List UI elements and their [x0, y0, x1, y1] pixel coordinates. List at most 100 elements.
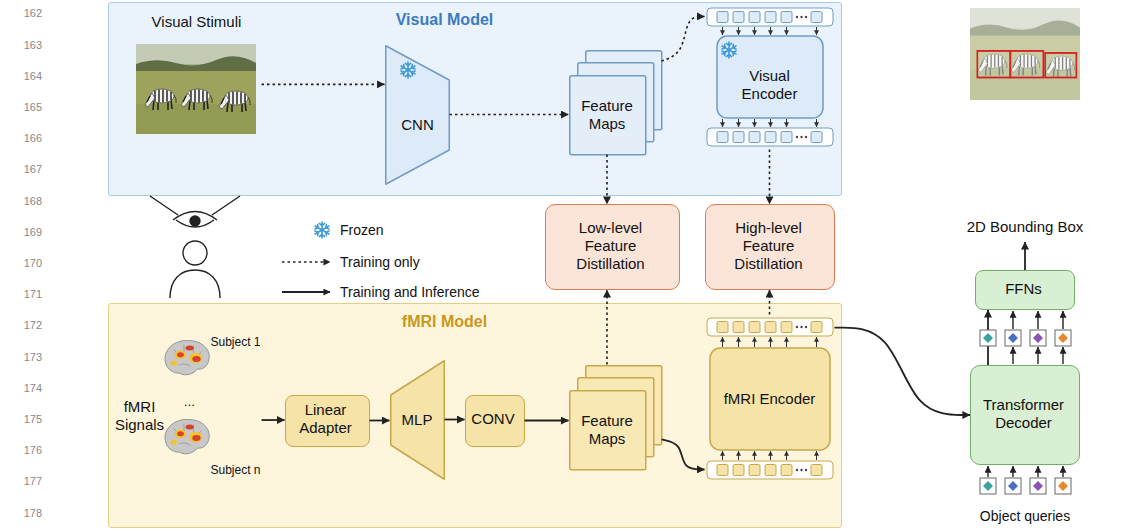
legend-solid-arrow — [282, 291, 330, 293]
text-slot: High-level Feature Distillation — [721, 208, 817, 284]
feature-map-stack: Feature Maps — [569, 365, 662, 470]
node-label: Transformer Decoder — [974, 396, 1074, 432]
bounding-box — [977, 51, 1010, 78]
token-arrow — [754, 451, 755, 460]
line-number: 178 — [24, 507, 42, 520]
feature-map — [569, 390, 645, 469]
node-label: Subject 1 — [210, 335, 260, 349]
bounding-box — [1045, 53, 1076, 78]
process-box: FFNs — [975, 270, 1075, 310]
text-slot: fMRI Encoder — [713, 351, 827, 447]
line-number: 171 — [24, 288, 42, 301]
token-arrow — [722, 337, 723, 347]
token-arrow — [738, 451, 739, 460]
text-slot: 178 — [4, 505, 42, 521]
token — [717, 11, 728, 22]
feature-map-stack: Feature Maps — [569, 50, 662, 155]
cnn-trapezoid-outline — [385, 45, 450, 185]
token — [781, 131, 792, 142]
node-label: Linear Adapter — [288, 401, 363, 437]
text-slot: Training and Inference — [340, 283, 540, 301]
token-arrow — [816, 27, 817, 35]
token — [717, 321, 728, 332]
text-slot: Frozen — [340, 221, 540, 239]
text-slot: Feature Maps — [571, 77, 644, 153]
token-frame — [707, 128, 833, 146]
trapezoid — [385, 45, 449, 184]
token — [733, 321, 744, 332]
dot — [795, 468, 797, 470]
text-slot: Low-level Feature Distillation — [563, 208, 659, 284]
token-arrow — [770, 27, 771, 35]
text-slot: 164 — [4, 68, 42, 84]
token-ellipsis — [795, 325, 806, 327]
text-slot: 169 — [4, 224, 42, 240]
viewer-figure — [150, 196, 240, 298]
token-arrow — [786, 451, 787, 460]
solid-arrow — [525, 420, 569, 422]
frozen-icon — [721, 42, 737, 58]
line-number: 176 — [24, 444, 42, 457]
token-arrow — [722, 119, 723, 127]
dotted-arrow — [769, 150, 771, 205]
token-arrow — [786, 337, 787, 347]
node-label: Feature Maps — [571, 412, 644, 448]
token-arrow — [754, 119, 755, 127]
text-slot: MLP — [393, 402, 442, 438]
line-number: 164 — [24, 70, 42, 83]
token — [749, 131, 760, 142]
dotted-arrow — [769, 290, 771, 315]
dot — [804, 15, 806, 17]
node-label: FFNs — [1005, 280, 1042, 298]
dot — [804, 135, 806, 137]
text-slot: fMRI Signals — [112, 393, 168, 439]
line-number: 168 — [24, 195, 42, 208]
token-row — [717, 11, 822, 22]
distillation-box: High-level Feature Distillation — [705, 204, 835, 290]
node-label: Visual Stimuli — [152, 13, 242, 31]
solid-arrow — [835, 328, 971, 415]
dot — [800, 15, 802, 17]
text-slot: Visual Encoder — [721, 56, 819, 114]
text-slot: Subject n — [210, 463, 262, 479]
mlp-trapezoid: MLP — [390, 360, 445, 480]
token-arrow — [770, 119, 771, 127]
token-arrow — [722, 451, 723, 460]
decoder-box: Transformer Decoder — [970, 365, 1080, 465]
dotted-arrow — [606, 290, 608, 365]
process-box: Linear Adapter — [285, 395, 370, 447]
token-arrow — [770, 337, 771, 347]
token-arrow — [738, 27, 739, 35]
token — [765, 321, 776, 332]
frozen-icon — [314, 222, 330, 238]
text-slot: Transformer Decoder — [974, 369, 1074, 459]
token — [765, 131, 776, 142]
node-label: CONV — [471, 410, 514, 428]
encoder-box — [717, 36, 823, 118]
line-number: 167 — [24, 163, 42, 176]
legend-text: Training and Inference — [340, 284, 480, 301]
node-label: fMRI Encoder — [724, 390, 816, 408]
token — [811, 131, 822, 142]
node-label: Subject n — [210, 463, 260, 477]
text-slot: 167 — [4, 162, 42, 178]
query-token — [980, 330, 1071, 494]
token-ellipsis — [795, 135, 806, 137]
dot — [795, 15, 797, 17]
node-label: fMRI Signals — [112, 398, 168, 434]
node-label: 2D Bounding Box — [967, 218, 1084, 236]
token — [749, 11, 760, 22]
panel-title: Visual Model — [396, 10, 494, 29]
frozen-icon — [400, 62, 416, 78]
node-label: Feature Maps — [571, 97, 644, 133]
token — [781, 11, 792, 22]
line-number: 172 — [24, 319, 42, 332]
text-slot: Visual Stimuli — [132, 8, 262, 36]
dot — [804, 325, 806, 327]
token-arrow — [816, 119, 817, 127]
stimulus-photo — [136, 44, 256, 134]
token-arrow — [786, 27, 787, 35]
cnn-trapezoid: CNN — [385, 45, 450, 185]
text-slot: 162 — [4, 6, 42, 22]
